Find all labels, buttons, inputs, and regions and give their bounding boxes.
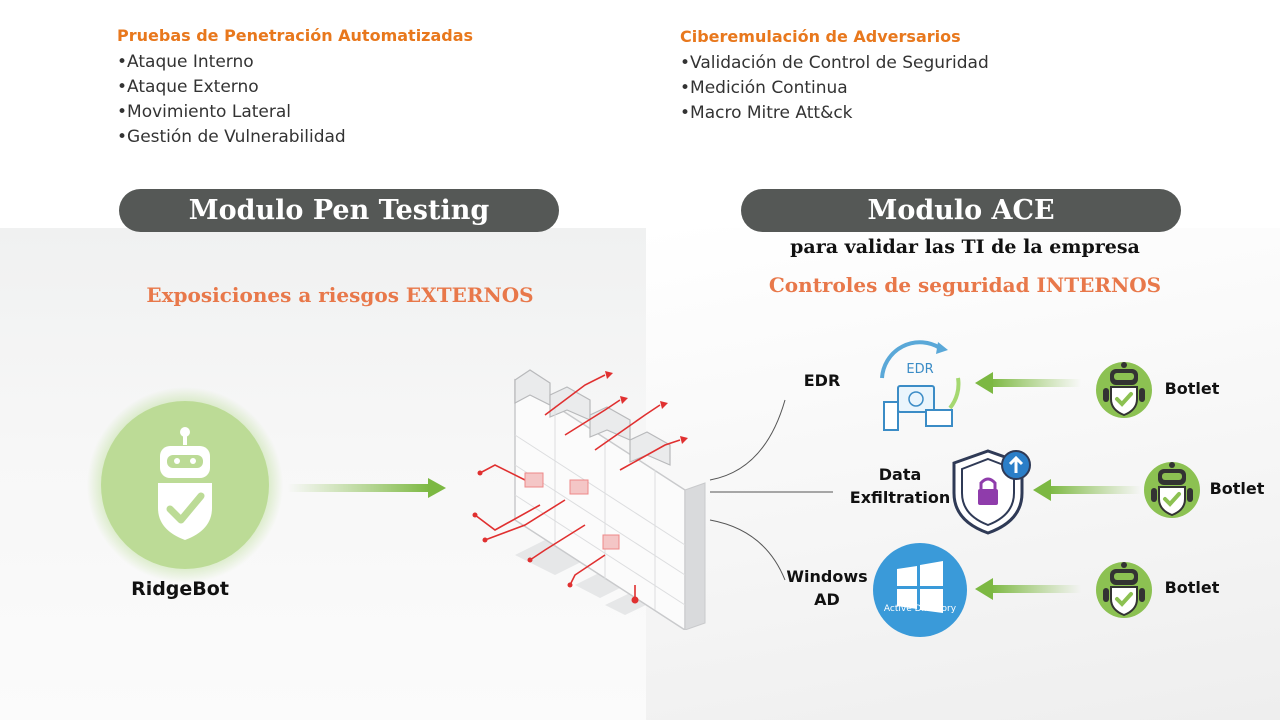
firewall-wall-illustration	[472, 369, 706, 630]
list-item: •Ataque Externo	[117, 77, 259, 97]
list-item: •Movimiento Lateral	[117, 102, 292, 122]
ace-module-header: Modulo ACE	[741, 189, 1181, 232]
list-item: •Medición Continua	[680, 78, 848, 98]
botlet-label: Botlet	[1209, 479, 1265, 498]
botlet-label: Botlet	[1164, 379, 1220, 398]
list-item: •Macro Mitre Att&ck	[680, 103, 853, 123]
windows-ad-label: Windows AD	[786, 567, 868, 609]
ace-subtitle-line1: para validar las TI de la empresa	[790, 236, 1140, 258]
list-item: •Validación de Control de Seguridad	[680, 53, 989, 73]
botlet-label: Botlet	[1164, 578, 1220, 597]
botlet-arrow	[975, 578, 1081, 600]
data-exfiltration-label: Data Exfiltration	[849, 465, 951, 507]
edr-icon-text: EDR	[906, 362, 934, 377]
active-directory-icon-text: Active Directory	[883, 604, 957, 614]
pen-testing-subtitle: Exposiciones a riesgos EXTERNOS	[146, 283, 534, 307]
list-item: •Gestión de Vulnerabilidad	[117, 127, 346, 147]
botlet-icon	[1096, 562, 1152, 618]
ace-feature-title: Ciberemulación de Adversarios	[680, 27, 961, 46]
list-item: •Ataque Interno	[117, 52, 254, 72]
pen-testing-module-header: Modulo Pen Testing	[119, 189, 559, 232]
active-directory-icon: Active Directory	[873, 543, 967, 637]
connector-lines	[709, 399, 833, 581]
botlet-icon	[1144, 462, 1200, 518]
attack-arrow	[288, 478, 446, 498]
botlet-arrow	[1033, 479, 1141, 501]
ridgebot-label: RidgeBot	[131, 578, 229, 600]
pen-testing-feature-list: Pruebas de Penetración Automatizadas •At…	[117, 26, 473, 150]
edr-label: EDR	[803, 371, 841, 390]
data-exfiltration-shield-icon	[952, 449, 1031, 535]
ace-subtitle-line2: Controles de seguridad INTERNOS	[768, 273, 1162, 297]
botlet-arrow	[975, 372, 1081, 394]
ridgebot-icon	[87, 387, 283, 583]
edr-icon: EDR	[870, 338, 966, 434]
ace-feature-list: Ciberemulación de Adversarios •Validació…	[680, 27, 989, 126]
pen-testing-feature-title: Pruebas de Penetración Automatizadas	[117, 26, 474, 45]
botlet-icon	[1096, 362, 1152, 418]
